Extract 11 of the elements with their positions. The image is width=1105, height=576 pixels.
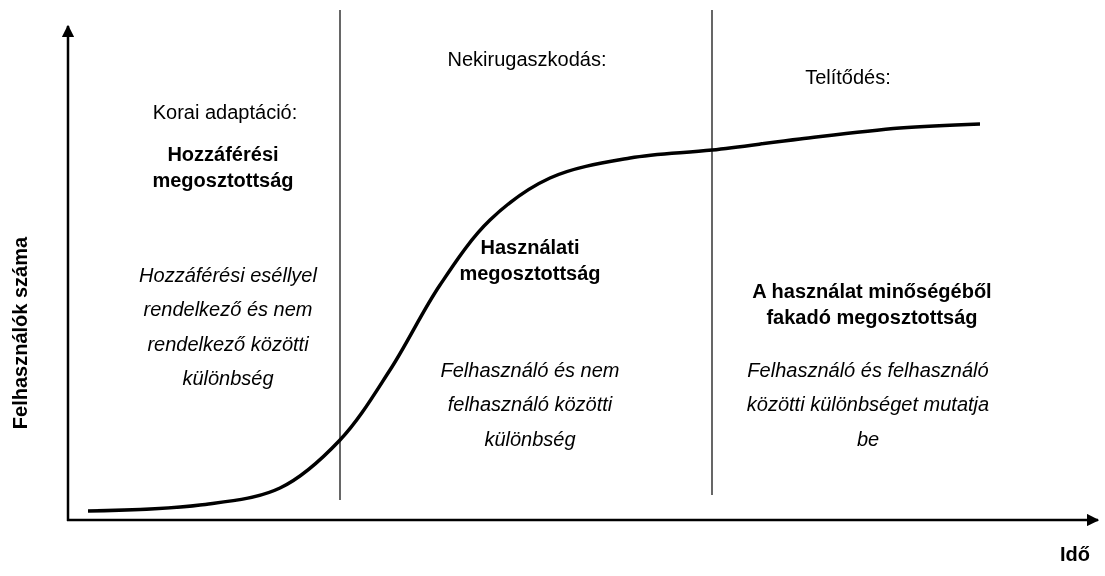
section-title: Használati megosztottság [458, 235, 602, 286]
phase-heading: Korai adaptáció: [151, 100, 299, 125]
phase-heading: Nekirugaszkodás: [446, 47, 608, 72]
phase-heading: Telítődés: [804, 65, 892, 90]
section-title: Hozzáférési megosztottság [151, 142, 295, 193]
description-text: Felhasználó és felhasználó közötti különbséget mutatja be [745, 358, 991, 452]
section-title: A használat minőségéből fakadó megosztottság [751, 279, 993, 330]
axis-label: Idő [1059, 542, 1091, 567]
description-text: Felhasználó és nem felhasználó közötti különbség [439, 358, 621, 452]
description-text: Hozzáférési eséllyel rendelkező és nem rendelkező közötti különbség [138, 263, 319, 392]
axis-label: Felhasználók száma [8, 235, 32, 432]
